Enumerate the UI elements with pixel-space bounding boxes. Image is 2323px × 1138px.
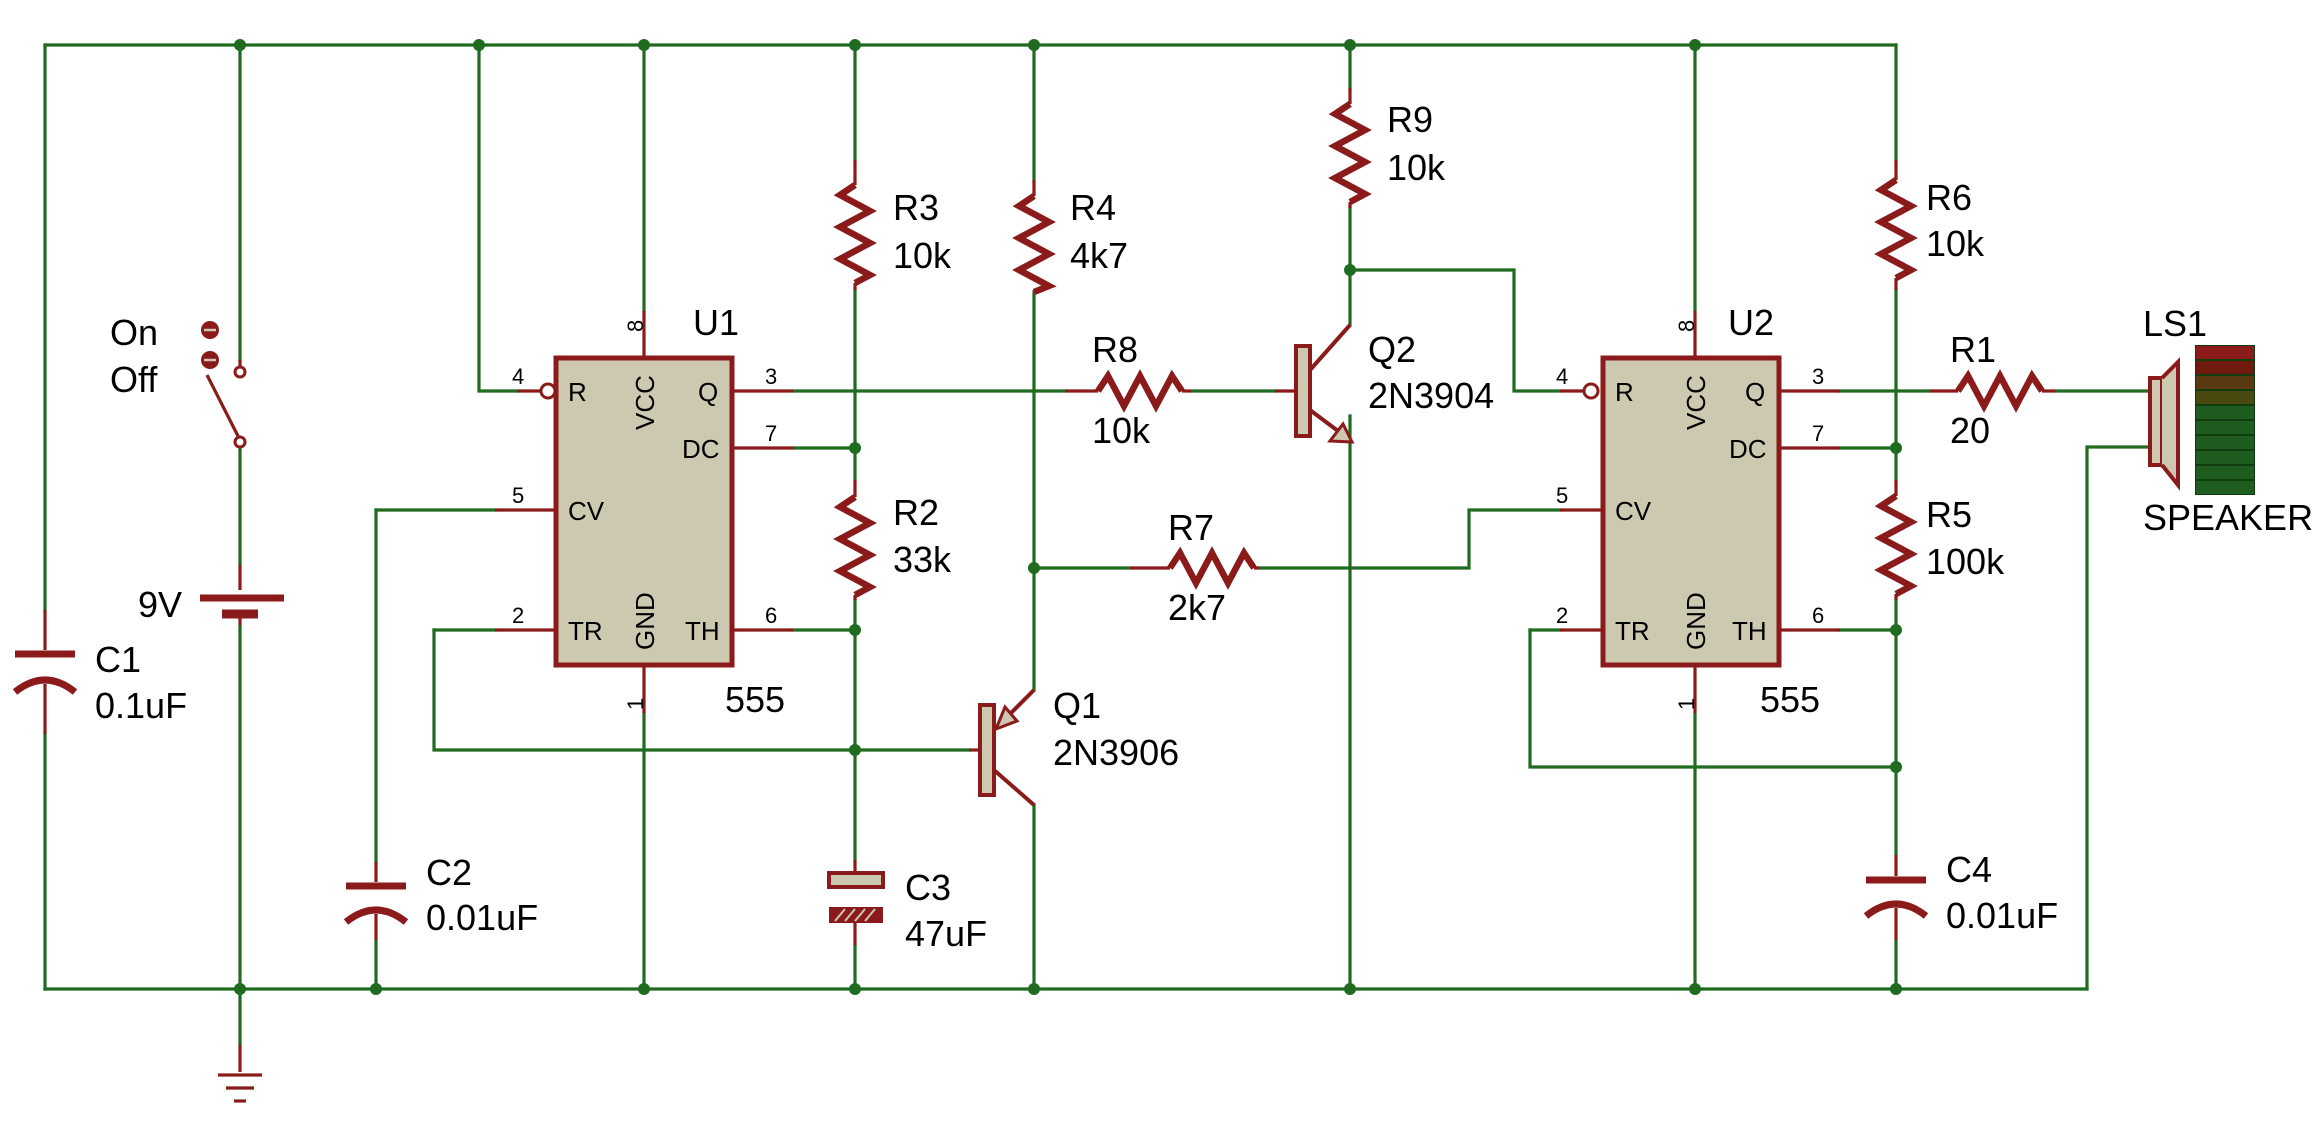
- u1-value: 555: [725, 679, 785, 720]
- r3-ref: R3: [893, 187, 939, 228]
- battery-value: 9V: [138, 584, 182, 625]
- c2-value: 0.01uF: [426, 897, 538, 938]
- u1-pin-r: R: [568, 377, 587, 407]
- transistor-q1: [969, 688, 1036, 807]
- c3-value: 47uF: [905, 913, 987, 954]
- u2-pin-num-6: 6: [1812, 603, 1824, 628]
- u1-pin-vcc: VCC: [630, 375, 660, 430]
- resistor-r3: [833, 160, 877, 290]
- r9-value: 10k: [1387, 147, 1446, 188]
- r1-value: 20: [1950, 410, 1990, 451]
- u2-pin-vcc: VCC: [1681, 375, 1711, 430]
- u2-pin-num-5: 5: [1556, 483, 1568, 508]
- ground-symbol: [218, 1045, 262, 1103]
- ls1-ref: LS1: [2143, 303, 2207, 344]
- r2-value: 33k: [893, 539, 952, 580]
- u1-pin-num-3: 3: [765, 364, 777, 389]
- capacitor-c2: [343, 862, 409, 940]
- q1-value: 2N3906: [1053, 732, 1179, 773]
- switch-off-label: Off: [110, 359, 158, 400]
- c1-ref: C1: [95, 639, 141, 680]
- u2-pin-r: R: [1615, 377, 1634, 407]
- u1-pin-num-5: 5: [512, 483, 524, 508]
- u2-pin-cv: CV: [1615, 496, 1652, 526]
- resistor-r4: [1012, 180, 1057, 296]
- switch-on-label: On: [110, 312, 158, 353]
- speaker-level-meter: [2195, 345, 2255, 495]
- q1-ref: Q1: [1053, 685, 1101, 726]
- resistor-r8: [1065, 369, 1191, 413]
- ls1-value: SPEAKER: [2143, 497, 2313, 538]
- battery: [200, 565, 284, 625]
- u2-pin-num-2: 2: [1556, 603, 1568, 628]
- ic-u2: [1560, 311, 1840, 713]
- c4-ref: C4: [1946, 849, 1992, 890]
- c2-ref: C2: [426, 852, 472, 893]
- r9-ref: R9: [1387, 99, 1433, 140]
- resistor-r7: [1130, 546, 1260, 590]
- resistor-r2: [833, 480, 877, 600]
- u2-pin-num-1: 1: [1674, 698, 1699, 710]
- r7-ref: R7: [1168, 507, 1214, 548]
- u1-pin-cv: CV: [568, 496, 605, 526]
- resistor-r6: [1874, 160, 1918, 290]
- c4-value: 0.01uF: [1946, 895, 2058, 936]
- u1-pin-num-1: 1: [623, 698, 648, 710]
- u1-pin-th: TH: [685, 616, 720, 646]
- u1-ref: U1: [693, 302, 739, 343]
- c1-value: 0.1uF: [95, 685, 187, 726]
- r8-value: 10k: [1092, 410, 1151, 451]
- u1-pin-tr: TR: [568, 616, 603, 646]
- u2-pin-num-3: 3: [1812, 364, 1824, 389]
- capacitor-c4: [1863, 855, 1929, 940]
- u1-pin-q: Q: [698, 377, 718, 407]
- r7-value: 2k7: [1168, 587, 1226, 628]
- r6-value: 10k: [1926, 223, 1985, 264]
- resistor-r5: [1874, 480, 1918, 600]
- u1-pin-gnd: GND: [630, 592, 660, 650]
- u2-pin-gnd: GND: [1681, 592, 1711, 650]
- u2-pin-num-8: 8: [1674, 320, 1699, 332]
- q2-ref: Q2: [1368, 329, 1416, 370]
- u2-ref: U2: [1728, 302, 1774, 343]
- resistor-r1: [1930, 369, 2055, 413]
- ic-u1: [495, 311, 793, 713]
- u2-value: 555: [1760, 679, 1820, 720]
- u1-pin-dc: DC: [682, 434, 720, 464]
- r1-ref: R1: [1950, 329, 1996, 370]
- c3-ref: C3: [905, 867, 951, 908]
- u2-pin-num-4: 4: [1556, 364, 1568, 389]
- u1-pin-num-6: 6: [765, 603, 777, 628]
- power-switch: [201, 321, 247, 449]
- junctions: [234, 39, 1902, 995]
- r4-ref: R4: [1070, 187, 1116, 228]
- u1-pin-num-8: 8: [623, 320, 648, 332]
- capacitor-c3: [827, 860, 885, 945]
- r5-ref: R5: [1926, 494, 1972, 535]
- u2-pin-th: TH: [1732, 616, 1767, 646]
- u2-pin-dc: DC: [1729, 434, 1767, 464]
- transistor-q2: [1275, 323, 1355, 444]
- u1-pin-num-7: 7: [765, 421, 777, 446]
- r6-ref: R6: [1926, 177, 1972, 218]
- resistor-r9: [1328, 88, 1372, 208]
- u1-pin-num-2: 2: [512, 603, 524, 628]
- u2-pin-q: Q: [1745, 377, 1765, 407]
- capacitor-c1: [12, 610, 78, 734]
- r4-value: 4k7: [1070, 235, 1128, 276]
- r3-value: 10k: [893, 235, 952, 276]
- u1-pin-num-4: 4: [512, 364, 524, 389]
- r2-ref: R2: [893, 492, 939, 533]
- u2-pin-tr: TR: [1615, 616, 1650, 646]
- speaker-ls1: [2148, 345, 2255, 495]
- r8-ref: R8: [1092, 329, 1138, 370]
- u2-pin-num-7: 7: [1812, 421, 1824, 446]
- r5-value: 100k: [1926, 541, 2005, 582]
- q2-value: 2N3904: [1368, 375, 1494, 416]
